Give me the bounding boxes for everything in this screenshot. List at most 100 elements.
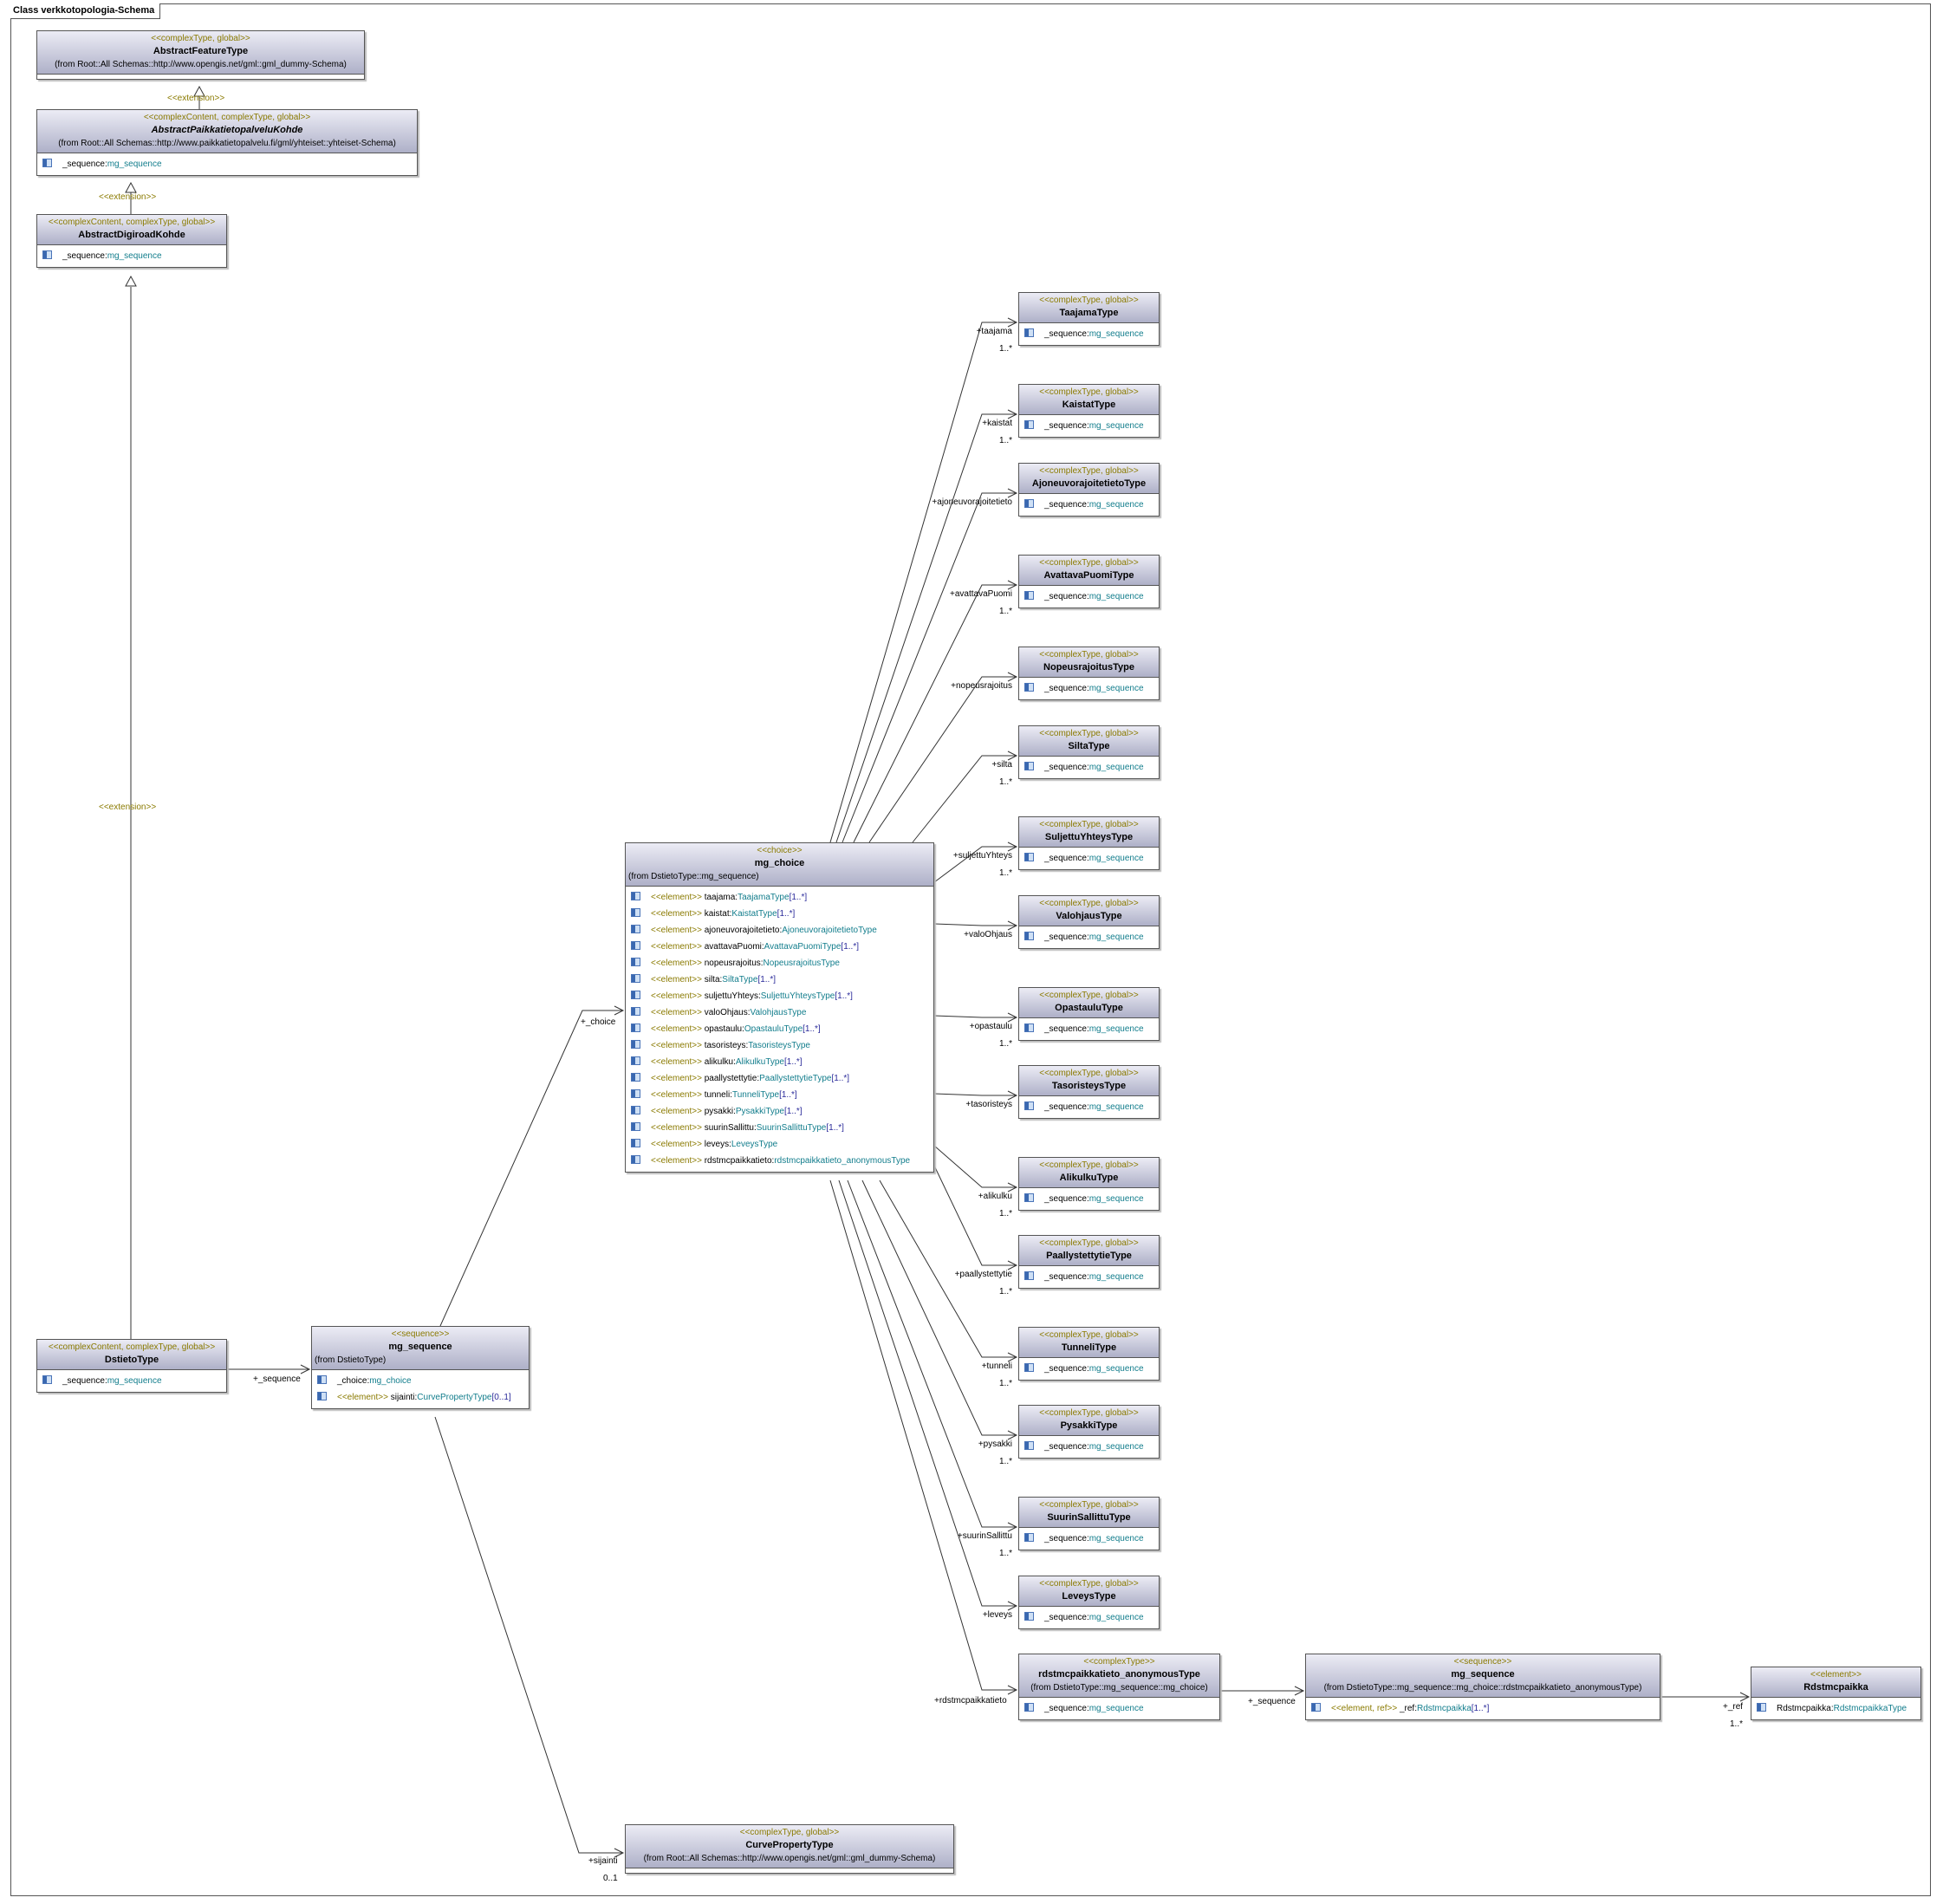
attribute-row[interactable]: _sequence:mg_sequence — [1024, 1700, 1216, 1717]
class-mg-choice[interactable]: <<choice>> mg_choice (from DstietoType::… — [625, 842, 934, 1173]
attribute-type: Rdstmcpaikka — [1416, 1704, 1472, 1713]
attribute-row[interactable]: _choice:mg_choice — [317, 1373, 525, 1389]
class-name: SuljettuYhteysType — [1044, 832, 1134, 842]
attribute-compartment: _sequence:mg_sequence — [1019, 1528, 1159, 1550]
attribute-row[interactable]: _sequence:mg_sequence — [1024, 1530, 1155, 1547]
class-mg-sequence[interactable]: <<sequence>> mg_sequence (from DstietoTy… — [311, 1326, 530, 1409]
role-label: +opastaulu — [969, 1022, 1012, 1031]
class-abstract-digiroad-kohde[interactable]: <<complexContent, complexType, global>> … — [36, 214, 227, 268]
class-valohjaustype[interactable]: <<complexType, global>>ValohjausType_seq… — [1018, 895, 1160, 949]
attribute-row[interactable]: _sequence:mg_sequence — [1024, 1191, 1155, 1207]
attribute-type: NopeusrajoitusType — [763, 958, 840, 968]
attribute-row[interactable]: <<element, ref>> _ref:Rdstmcpaikka[1..*] — [1311, 1700, 1656, 1717]
association-arrowhead — [1007, 409, 1018, 419]
attribute-row[interactable]: _sequence:mg_sequence — [1024, 850, 1155, 867]
attribute-row[interactable]: _sequence:mg_sequence — [42, 248, 223, 264]
class-ajoneuvorajoitetietotype[interactable]: <<complexType, global>>Ajoneuvorajoiteti… — [1018, 463, 1160, 517]
attribute-row[interactable]: Rdstmcpaikka:RdstmcpaikkaType — [1757, 1700, 1917, 1717]
role-label: +avattavaPuomi — [950, 589, 1012, 599]
attribute-name: _sequence — [1044, 1102, 1087, 1112]
attribute-row[interactable]: <<element>> suljettuYhteys:SuljettuYhtey… — [631, 988, 930, 1004]
attribute-row[interactable]: <<element>> avattavaPuomi:AvattavaPuomiT… — [631, 939, 930, 955]
class-kaistattype[interactable]: <<complexType, global>>KaistatType_seque… — [1018, 384, 1160, 438]
attribute-row[interactable]: <<element>> sijainti:CurvePropertyType[0… — [317, 1389, 525, 1406]
attribute-type: mg_sequence — [1088, 592, 1144, 601]
class-alikulkutype[interactable]: <<complexType, global>>AlikulkuType_sequ… — [1018, 1157, 1160, 1211]
association-line — [868, 676, 1016, 843]
attribute-name: _sequence — [1044, 1442, 1087, 1452]
class-tunnelitype[interactable]: <<complexType, global>>TunneliType_seque… — [1018, 1327, 1160, 1381]
attribute-row[interactable]: _sequence:mg_sequence — [1024, 1099, 1155, 1115]
attribute-row[interactable]: _sequence:mg_sequence — [1024, 1269, 1155, 1285]
association-arrowhead — [1007, 1430, 1018, 1440]
attribute-row[interactable]: <<element>> kaistat:KaistatType[1..*] — [631, 906, 930, 922]
class-dstieto-type[interactable]: <<complexContent, complexType, global>> … — [36, 1339, 227, 1393]
class-paallystettytietype[interactable]: <<complexType, global>>PaallystettytieTy… — [1018, 1235, 1160, 1289]
attribute-row[interactable]: _sequence:mg_sequence — [1024, 929, 1155, 946]
attribute-row[interactable]: <<element>> valoOhjaus:ValohjausType — [631, 1004, 930, 1021]
attribute-row[interactable]: _sequence:mg_sequence — [1024, 1439, 1155, 1455]
attribute-row[interactable]: _sequence:mg_sequence — [42, 156, 413, 172]
attribute-row[interactable]: <<element>> alikulku:AlikulkuType[1..*] — [631, 1054, 930, 1070]
class-mg-sequence-rdstmc[interactable]: <<sequence>> mg_sequence (from DstietoTy… — [1305, 1654, 1660, 1720]
class-name: PaallystettytieType — [1046, 1251, 1132, 1261]
class-rdstmcpaikkatieto-anonymous-type[interactable]: <<complexType>> rdstmcpaikkatieto_anonym… — [1018, 1654, 1220, 1720]
attribute-row[interactable]: <<element>> silta:SiltaType[1..*] — [631, 971, 930, 988]
attribute-name: _sequence — [1044, 1364, 1087, 1374]
attribute-type: AlikulkuType — [735, 1057, 784, 1067]
class-pysakkitype[interactable]: <<complexType, global>>PysakkiType_seque… — [1018, 1405, 1160, 1459]
attribute-row[interactable]: <<element>> opastaulu:OpastauluType[1..*… — [631, 1021, 930, 1037]
attribute-row[interactable]: <<element>> taajama:TaajamaType[1..*] — [631, 889, 930, 906]
class-rdstmcpaikka[interactable]: <<element>> Rdstmcpaikka Rdstmcpaikka:Rd… — [1751, 1667, 1921, 1720]
class-tasoristeystype[interactable]: <<complexType, global>>TasoristeysType_s… — [1018, 1065, 1160, 1119]
attribute-compartment — [626, 1868, 953, 1873]
attribute-type: CurvePropertyType — [417, 1393, 492, 1402]
attribute-row[interactable]: <<element>> tunneli:TunneliType[1..*] — [631, 1087, 930, 1103]
attribute-row[interactable]: _sequence:mg_sequence — [1024, 1021, 1155, 1037]
class-siltatype[interactable]: <<complexType, global>>SiltaType_sequenc… — [1018, 725, 1160, 779]
attribute-icon — [1757, 1703, 1766, 1712]
separator: : — [729, 1140, 731, 1149]
attribute-row[interactable]: <<element>> pysakki:PysakkiType[1..*] — [631, 1103, 930, 1120]
attribute-row[interactable]: _sequence:mg_sequence — [1024, 588, 1155, 605]
attribute-row[interactable]: _sequence:mg_sequence — [42, 1373, 223, 1389]
separator: : — [1086, 684, 1089, 693]
attribute-multiplicity: [1..*] — [784, 1107, 803, 1116]
class-suurinsallittutype[interactable]: <<complexType, global>>SuurinSallittuTyp… — [1018, 1497, 1160, 1550]
attribute-compartment: _sequence:mg_sequence — [1019, 415, 1159, 437]
class-avattavapuomitype[interactable]: <<complexType, global>>AvattavaPuomiType… — [1018, 555, 1160, 608]
attribute-name: nopeusrajoitus — [704, 958, 761, 968]
class-opastaulutype[interactable]: <<complexType, global>>OpastauluType_seq… — [1018, 987, 1160, 1041]
attribute-row[interactable]: <<element>> leveys:LeveysType — [631, 1136, 930, 1153]
attribute-icon — [631, 1040, 640, 1049]
class-abstract-feature-type[interactable]: <<complexType, global>> AbstractFeatureT… — [36, 30, 365, 80]
class-curve-property-type[interactable]: <<complexType, global>> CurvePropertyTyp… — [625, 1824, 954, 1874]
class-origin: (from Root::All Schemas::http://www.paik… — [58, 139, 396, 148]
association-arrowhead — [1007, 1182, 1018, 1192]
attribute-row[interactable]: _sequence:mg_sequence — [1024, 1609, 1155, 1626]
attribute-row[interactable]: <<element>> ajoneuvorajoitetieto:Ajoneuv… — [631, 922, 930, 939]
attribute-row[interactable]: <<element>> tasoristeys:TasoristeysType — [631, 1037, 930, 1054]
class-abstract-paikkatietopalvelu-kohde[interactable]: <<complexContent, complexType, global>> … — [36, 109, 418, 176]
class-leveystype[interactable]: <<complexType, global>>LeveysType_sequen… — [1018, 1576, 1160, 1629]
attribute-row[interactable]: _sequence:mg_sequence — [1024, 680, 1155, 697]
attribute-row[interactable]: _sequence:mg_sequence — [1024, 759, 1155, 776]
class-name: SuurinSallittuType — [1047, 1512, 1131, 1523]
attribute-row[interactable]: _sequence:mg_sequence — [1024, 418, 1155, 434]
attribute-row[interactable]: _sequence:mg_sequence — [1024, 497, 1155, 513]
attribute-row[interactable]: <<element>> suurinSallittu:SuurinSallitt… — [631, 1120, 930, 1136]
association-arrowhead — [1007, 920, 1018, 931]
attribute-stereotype: <<element>> — [651, 909, 702, 919]
attribute-row[interactable]: <<element>> paallystettytie:Paallystetty… — [631, 1070, 930, 1087]
separator: : — [414, 1393, 418, 1402]
attribute-row[interactable]: <<element>> rdstmcpaikkatieto:rdstmcpaik… — [631, 1153, 930, 1169]
class-suljettuyhteystype[interactable]: <<complexType, global>>SuljettuYhteysTyp… — [1018, 816, 1160, 870]
attribute-row[interactable]: _sequence:mg_sequence — [1024, 326, 1155, 342]
diagram-title: Class verkkotopologia-Schema — [10, 3, 161, 19]
attribute-row[interactable]: <<element>> nopeusrajoitus:Nopeusrajoitu… — [631, 955, 930, 971]
attribute-row[interactable]: _sequence:mg_sequence — [1024, 1361, 1155, 1377]
class-taajamatype[interactable]: <<complexType, global>>TaajamaType_seque… — [1018, 292, 1160, 346]
attribute-type: mg_sequence — [1088, 329, 1144, 339]
generalization-arrowhead — [193, 85, 205, 97]
class-nopeusrajoitustype[interactable]: <<complexType, global>>NopeusrajoitusTyp… — [1018, 647, 1160, 700]
